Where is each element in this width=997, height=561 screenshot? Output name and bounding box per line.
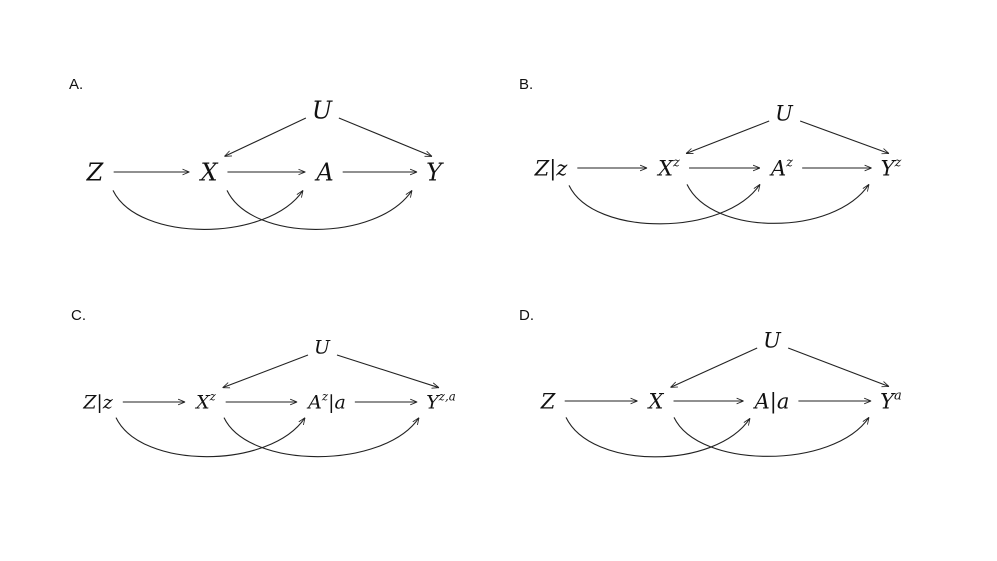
node-base: X	[198, 158, 218, 186]
node-z: Z|z	[534, 156, 569, 181]
node-superscript: z,a	[438, 390, 456, 404]
node-superscript: z	[785, 156, 793, 171]
node-base: X	[656, 156, 674, 180]
edge-u-to-y	[799, 120, 889, 154]
node-base: U	[312, 96, 333, 124]
edge-x-to-y	[673, 417, 869, 457]
diagram-a: Z X A Y U	[86, 96, 444, 230]
node-base: A	[753, 389, 770, 413]
edge-x-to-y	[686, 184, 869, 224]
node-y: Yz	[881, 156, 902, 181]
node-x: Xz	[656, 156, 680, 181]
panel-label: A.	[69, 76, 83, 93]
node-a: Az|a	[306, 390, 346, 414]
edge-z-to-a	[568, 184, 760, 225]
node-x: X	[647, 389, 665, 413]
edge-z-to-a	[112, 190, 303, 230]
node-u: U	[775, 101, 794, 125]
panel-b: B.	[519, 76, 533, 93]
node-intervention: |z	[96, 392, 113, 414]
edge-u-to-y	[336, 354, 439, 388]
node-a: A|a	[753, 389, 790, 414]
node-superscript: z	[321, 390, 329, 404]
node-base: Z	[82, 392, 97, 414]
node-z: Z	[86, 158, 105, 186]
edge-x-to-y	[226, 190, 412, 230]
edge-u-to-x	[223, 354, 309, 388]
node-intervention: |z	[549, 156, 568, 181]
node-z: Z	[540, 389, 556, 413]
node-u: U	[312, 96, 333, 124]
edge-x-to-y	[223, 418, 419, 458]
node-base: Z	[534, 156, 550, 180]
node-base: Z	[540, 389, 556, 413]
node-a: A	[314, 158, 333, 186]
panel-label: D.	[519, 307, 534, 324]
node-a: Az	[769, 156, 793, 181]
node-base: X	[647, 389, 665, 413]
panel-a: A.	[69, 76, 83, 93]
node-base: U	[763, 328, 782, 352]
node-u: U	[763, 328, 782, 352]
node-base: U	[314, 337, 331, 359]
node-superscript: z	[209, 390, 217, 404]
node-base: A	[769, 156, 786, 180]
node-base: X	[194, 392, 211, 414]
node-base: Y	[880, 389, 896, 413]
node-superscript: a	[894, 389, 902, 404]
node-x: Xz	[194, 390, 217, 414]
node-z: Z|z	[82, 392, 114, 414]
edge-u-to-x	[671, 347, 758, 388]
node-y: Y	[426, 158, 444, 186]
node-base: U	[775, 101, 794, 125]
node-intervention: |a	[328, 392, 346, 414]
node-base: A	[314, 158, 333, 186]
edge-z-to-a	[115, 418, 305, 458]
edge-z-to-a	[565, 417, 750, 458]
node-base: Y	[426, 158, 444, 186]
node-superscript: z	[672, 156, 680, 171]
node-intervention: |a	[770, 389, 790, 414]
node-y: Ya	[880, 389, 902, 414]
edge-u-to-y	[787, 347, 889, 387]
panel-c: C.	[71, 307, 86, 324]
edge-u-to-x	[686, 120, 770, 155]
node-y: Yz,a	[426, 390, 456, 414]
node-base: Y	[881, 156, 897, 180]
node-base: Z	[86, 158, 105, 186]
node-base: Y	[426, 392, 441, 414]
node-x: X	[198, 158, 218, 186]
node-base: A	[306, 392, 322, 414]
edge-u-to-y	[338, 117, 432, 157]
panel-label: B.	[519, 76, 533, 93]
edge-u-to-x	[224, 117, 307, 157]
panel-label: C.	[71, 307, 86, 324]
panel-d: D.	[519, 307, 534, 324]
node-u: U	[314, 337, 331, 359]
node-superscript: z	[894, 156, 902, 171]
diagram-d: Z X A|a Ya U	[540, 328, 902, 458]
